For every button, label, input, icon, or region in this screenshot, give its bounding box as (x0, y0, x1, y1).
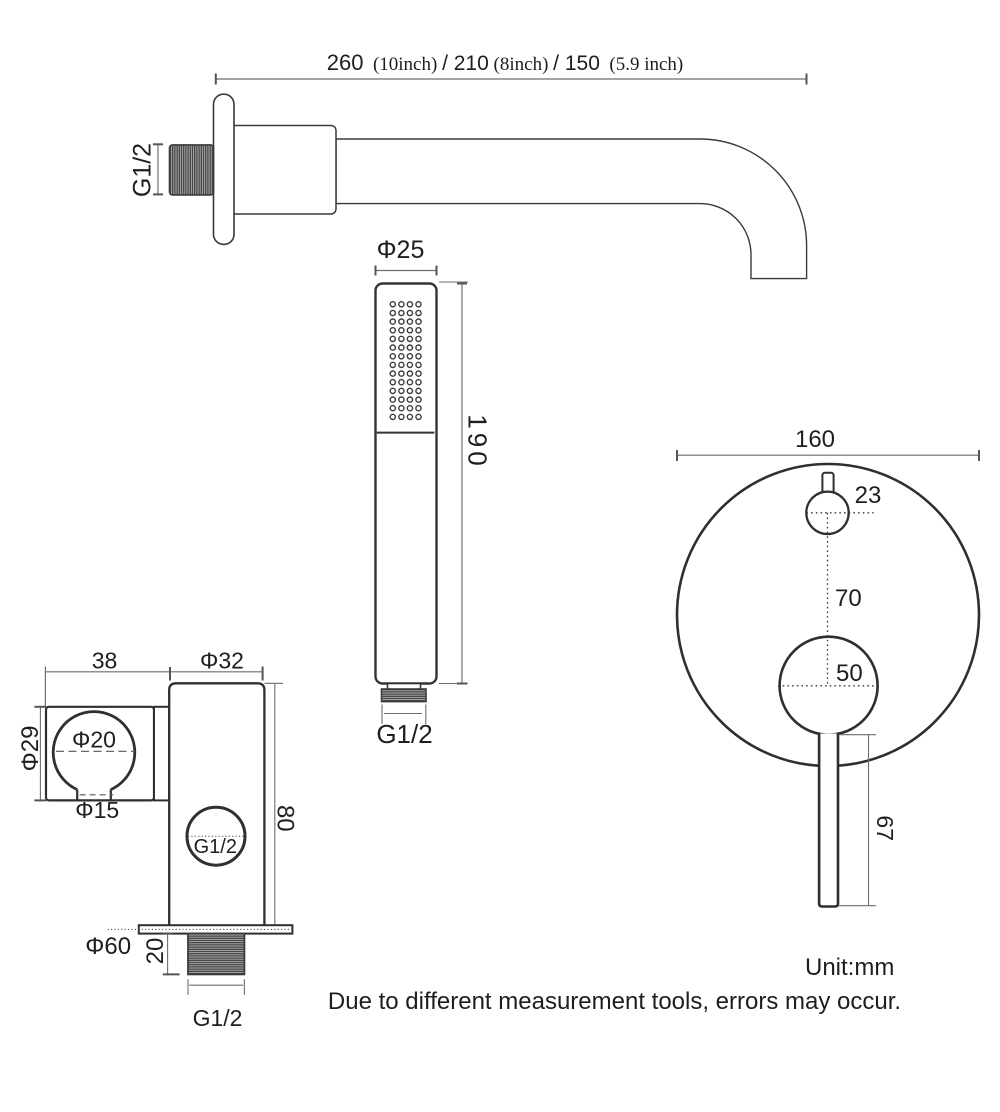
svg-text:38: 38 (92, 648, 118, 674)
svg-text:67: 67 (872, 815, 898, 841)
svg-text:Φ15: Φ15 (75, 797, 119, 823)
svg-text:50: 50 (836, 660, 863, 687)
svg-text:Φ25: Φ25 (377, 236, 425, 264)
svg-text:70: 70 (835, 585, 862, 612)
svg-text:G1/2: G1/2 (193, 1005, 243, 1031)
svg-text:80: 80 (272, 805, 299, 832)
svg-text:G1/2: G1/2 (129, 143, 157, 197)
svg-text:Unit:mm: Unit:mm (805, 954, 894, 981)
svg-text:190: 190 (463, 414, 493, 469)
svg-text:G1/2: G1/2 (376, 719, 432, 749)
svg-text:Φ29: Φ29 (17, 726, 44, 772)
svg-text:Due to different measurement t: Due to different measurement tools, erro… (328, 988, 901, 1015)
svg-text:Φ20: Φ20 (72, 727, 116, 753)
svg-text:20: 20 (142, 938, 169, 965)
svg-text:G1/2: G1/2 (194, 836, 237, 858)
svg-text:Φ60: Φ60 (85, 933, 131, 960)
svg-text:23: 23 (855, 482, 882, 509)
svg-text:Φ32: Φ32 (200, 648, 244, 674)
svg-text:160: 160 (795, 426, 835, 453)
svg-text:260 (10inch) / 210 (8inch) / 1: 260 (10inch) / 210 (8inch) / 150 (5.9 in… (327, 50, 684, 75)
